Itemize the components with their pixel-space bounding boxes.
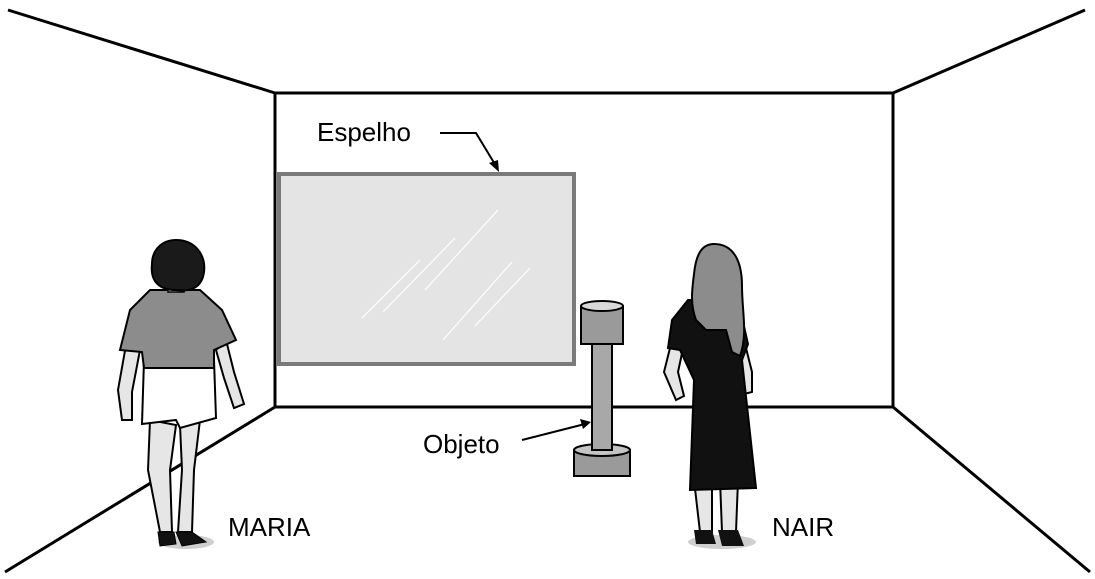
object-top-rim — [580, 300, 624, 312]
object — [573, 300, 631, 477]
room-walls — [4, 8, 1091, 574]
maria-label: MARIA — [228, 512, 311, 542]
object-arrow-head — [580, 419, 591, 429]
nair-hair — [691, 242, 746, 358]
object-top — [580, 305, 624, 345]
floor-edge-right — [892, 405, 1091, 574]
back-wall — [273, 91, 895, 409]
maria-shoe-right — [175, 531, 208, 547]
mirror-arrow — [440, 132, 497, 167]
object-label: Objeto — [423, 429, 500, 459]
mirror-arrow-head — [489, 160, 499, 172]
nair-shoe-right — [718, 530, 744, 546]
maria-arm-right — [214, 338, 246, 410]
ceiling-edge-left — [7, 8, 276, 95]
mirror — [277, 172, 576, 366]
maria-arm-left — [116, 343, 142, 421]
object-arrow — [521, 423, 586, 441]
floor-edge-left — [4, 405, 276, 574]
mirror-glass — [277, 172, 576, 366]
maria-shoe-left — [157, 531, 177, 547]
ceiling-edge-right — [892, 8, 1086, 95]
nair-label: NAIR — [772, 512, 834, 542]
object-pole — [591, 341, 613, 451]
maria-legs — [146, 418, 202, 533]
maria-head — [150, 238, 206, 292]
mirror-reflection-lines — [361, 209, 531, 341]
mirror-label: Espelho — [317, 117, 411, 147]
nair-shoe-left — [694, 530, 716, 544]
maria-shorts — [140, 359, 218, 430]
maria-shirt — [118, 289, 238, 369]
person-nair — [662, 242, 758, 549]
person-maria — [116, 238, 246, 549]
